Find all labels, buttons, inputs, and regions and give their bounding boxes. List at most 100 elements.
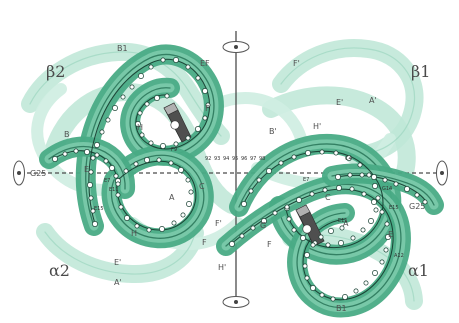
atom-node	[287, 217, 291, 221]
atom-node	[173, 57, 178, 62]
f-top-label: F	[205, 104, 210, 113]
atom-node	[100, 130, 104, 134]
atom-node	[52, 156, 57, 161]
atom-node	[116, 193, 120, 197]
atom-node	[181, 213, 185, 217]
atom-node	[196, 76, 200, 80]
residue-98-label: 98	[259, 156, 265, 162]
e15-left-label: E15	[94, 206, 104, 212]
atom-node	[331, 297, 335, 301]
atom-node	[87, 182, 92, 187]
residue-97-label: 97	[250, 156, 256, 162]
right-axis-eye-icon	[437, 161, 448, 185]
f-left-label: F	[202, 238, 207, 247]
atom-node	[186, 65, 190, 69]
atom-node	[350, 187, 354, 191]
atom-node	[229, 241, 234, 246]
atom-node	[342, 294, 347, 299]
e-left-label: E	[84, 165, 89, 174]
atom-node	[240, 234, 244, 238]
residue-93-label: 93	[214, 156, 220, 162]
atom-node	[106, 118, 110, 122]
atom-node	[354, 289, 358, 293]
e-prime-left-label: E'	[114, 258, 121, 267]
atom-node	[361, 228, 365, 232]
residue-92-label: 92	[205, 156, 211, 162]
atom-node	[203, 116, 207, 120]
atom-node	[119, 205, 123, 209]
atom-node	[121, 95, 125, 99]
atom-node	[63, 152, 67, 156]
atom-node	[380, 210, 384, 214]
atom-node	[149, 141, 153, 145]
residue-94-label: 94	[223, 156, 229, 162]
residue-96-label: 96	[241, 156, 247, 162]
atom-node	[292, 228, 296, 232]
atom-node	[335, 174, 340, 179]
bottom-axis-eye-icon	[223, 297, 249, 308]
atom-node	[92, 221, 97, 226]
atom-node	[124, 169, 128, 173]
atom-node	[305, 150, 310, 155]
e11-right-label: E11	[338, 218, 348, 224]
atom-node	[368, 218, 373, 223]
atom-node	[112, 105, 117, 110]
atom-node	[304, 252, 309, 257]
atom-node	[114, 174, 118, 178]
e15-right-label: E15	[389, 205, 399, 211]
atom-node	[202, 88, 207, 93]
atom-node	[320, 293, 324, 297]
atom-node	[362, 192, 366, 196]
g14-right-label: G14	[382, 186, 392, 192]
b-prime-right-label: B'	[269, 127, 277, 136]
atom-node	[300, 235, 305, 240]
atom-node	[292, 155, 296, 159]
atom-node	[116, 182, 120, 186]
atom-node	[134, 162, 138, 166]
a-prime-top-label: A'	[369, 96, 377, 105]
atom-node	[394, 182, 398, 186]
atom-node	[266, 168, 271, 173]
atom-node	[385, 222, 389, 226]
atom-node	[195, 126, 200, 131]
atom-node	[178, 167, 183, 172]
atom-node	[328, 228, 333, 233]
atom-node	[251, 226, 255, 230]
atom-node	[303, 264, 307, 268]
top-axis-eye-icon	[223, 42, 249, 53]
atom-node	[367, 173, 371, 177]
h-left-label: H	[131, 229, 137, 238]
atom-node	[404, 186, 409, 191]
alpha1-label: α1	[408, 261, 429, 280]
f9-left-label: F9	[171, 147, 177, 153]
f-prime-top-label: F'	[293, 59, 300, 68]
atom-node	[159, 226, 164, 231]
atom-node	[189, 190, 193, 194]
a-left-label: A	[169, 193, 175, 202]
atom-node	[323, 188, 327, 192]
atom-node	[89, 196, 93, 200]
atom-node	[145, 102, 149, 106]
atom-node	[320, 150, 324, 154]
atom-node	[104, 159, 108, 163]
atom-node	[279, 161, 283, 165]
atom-node	[371, 199, 376, 204]
e-right-label: E	[388, 230, 393, 239]
e11-left-label: E11	[109, 187, 119, 193]
atom-node	[172, 221, 176, 225]
atom-node	[135, 224, 139, 228]
atom-node	[376, 196, 380, 200]
atom-node	[351, 236, 355, 240]
ef-top-label: EF	[200, 59, 210, 68]
atom-node	[415, 193, 419, 197]
atom-node	[138, 73, 143, 78]
atom-node	[130, 85, 134, 89]
atom-node	[336, 185, 341, 190]
left-axis-eye-icon	[14, 161, 25, 185]
atom-node	[249, 189, 253, 193]
atom-node	[372, 183, 377, 188]
atom-node	[371, 174, 376, 179]
atom-node	[273, 211, 277, 215]
atom-node	[384, 248, 388, 252]
